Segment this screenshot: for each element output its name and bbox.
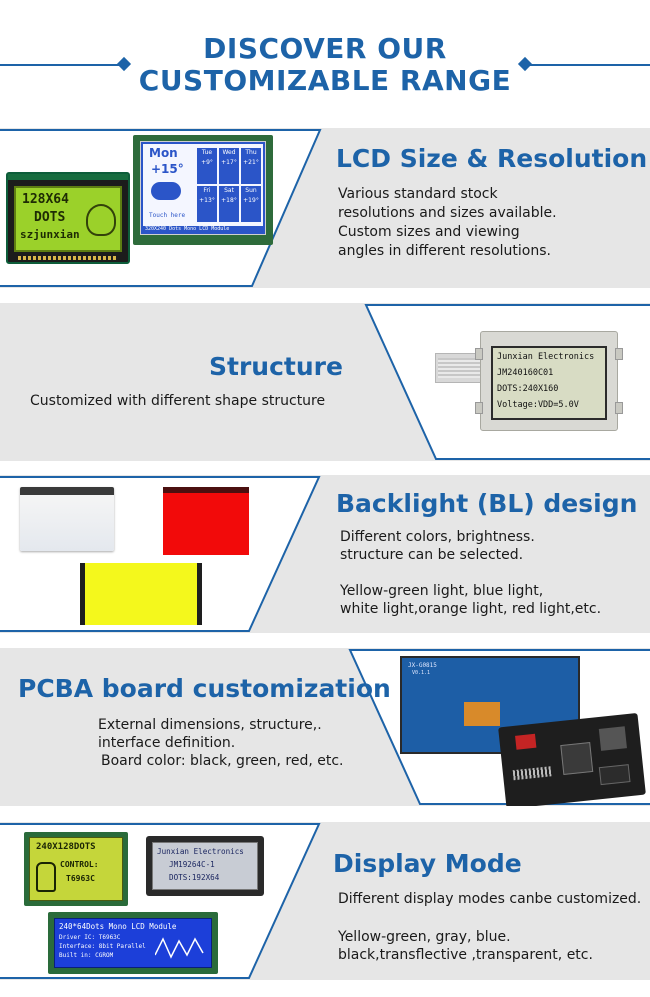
section-desc-line: Custom sizes and viewing [338, 224, 520, 240]
section-desc-line: interface definition. [98, 735, 236, 751]
white-backlight-image [20, 487, 114, 551]
forecast-day: Wed [222, 149, 236, 156]
section-desc-line: Board color: black, green, red, etc. [101, 753, 344, 769]
gray-lcd-image: Junxian Electronics JM19264C-1 DOTS:192X… [146, 836, 264, 896]
blue-lcd-line-3: Interface: 8bit Parallel [59, 943, 146, 950]
forecast-temp: +9° [201, 159, 213, 166]
cat-graphic-icon [86, 204, 116, 236]
section-desc-line: white light,orange light, red light,etc. [340, 601, 602, 617]
cloud-icon [151, 182, 181, 200]
section-title: PCBA board customization [18, 674, 391, 703]
pcb-board-image [498, 712, 646, 806]
section-backlight: Backlight (BL) design Different colors, … [0, 475, 650, 633]
image-panel: 240X128DOTS CONTROL: T6963C Junxian Elec… [0, 822, 330, 980]
lcd-line-1: 128X64 [22, 192, 69, 207]
graphic-lcd-image: 128X64 DOTS szjunxian [6, 172, 130, 264]
section-title: LCD Size & Resolution [336, 144, 648, 173]
image-panel: 128X64 DOTS szjunxian Mon +15° Touch her… [0, 128, 330, 288]
module-line-2: JM240160C01 [497, 368, 554, 378]
section-desc-line: Different colors, brightness. [340, 529, 535, 545]
forecast-day: Thu [245, 149, 257, 156]
module-caption: 320X240 Dots Mono LCD Module [145, 226, 230, 232]
waveform-graphic [155, 937, 204, 959]
yellow-lcd-line-3: T6963C [66, 874, 95, 883]
section-desc-line: resolutions and sizes available. [338, 205, 557, 221]
section-desc-line: structure can be selected. [340, 547, 524, 563]
gray-lcd-line-2: JM19264C-1 [169, 860, 215, 869]
forecast-temp: +19° [243, 197, 259, 204]
forecast-day: Sat [224, 187, 234, 194]
module-line-3: DOTS:240X160 [497, 384, 559, 394]
forecast-temp: +17° [221, 159, 237, 166]
section-desc-line: black,transflective ,transparent, etc. [338, 947, 593, 963]
board-label: JX-G0815 [408, 662, 437, 669]
forecast-temp: +13° [199, 197, 215, 204]
section-title: Backlight (BL) design [336, 489, 638, 518]
section-desc-line: External dimensions, structure,. [98, 717, 322, 733]
yellow-lcd-line-1: 240X128DOTS [36, 842, 96, 852]
blue-lcd-line-2: Driver IC: T6963C [59, 934, 121, 941]
lcd-line-3: szjunxian [20, 228, 80, 241]
header-rule-right [525, 64, 650, 66]
page-header: DISCOVER OUR CUSTOMIZABLE RANGE [0, 0, 650, 115]
weather-lcd-image: Mon +15° Touch here Tue +9° Wed +17° Thu +2… [133, 135, 273, 245]
section-title: Structure [209, 352, 343, 381]
gray-lcd-line-1: Junxian Electronics [157, 847, 244, 856]
module-line-4: Voltage:VDD=5.0V [497, 400, 579, 410]
forecast-temp: +18° [221, 197, 237, 204]
header-rule-left [0, 64, 122, 66]
header-title-line2: CUSTOMIZABLE RANGE [138, 64, 512, 97]
section-display-mode: 240X128DOTS CONTROL: T6963C Junxian Elec… [0, 822, 650, 980]
image-panel [0, 475, 330, 633]
yellow-green-lcd-image: 240X128DOTS CONTROL: T6963C [24, 832, 128, 906]
forecast-day: Fri [203, 187, 211, 194]
blue-lcd-image: 240*64Dots Mono LCD Module Driver IC: T6… [48, 912, 218, 974]
board-version: V0.1.1 [412, 670, 431, 676]
image-panel: Junxian Electronics JM240160C01 DOTS:240… [360, 303, 650, 461]
weather-temp: +15° [151, 162, 184, 176]
forecast-day: Sun [245, 187, 257, 194]
section-structure: Junxian Electronics JM240160C01 DOTS:240… [0, 303, 650, 461]
weather-day: Mon [149, 146, 178, 160]
section-desc-line: Different display modes canbe customized… [338, 891, 642, 907]
header-title-line1: DISCOVER OUR [203, 32, 447, 65]
red-backlight-image [163, 487, 249, 555]
section-desc-line: Various standard stock [338, 186, 498, 202]
yellow-backlight-image [80, 563, 202, 625]
section-desc-line: Yellow-green, gray, blue. [338, 929, 511, 945]
module-line-1: Junxian Electronics [497, 352, 595, 362]
structure-lcd-module-image: Junxian Electronics JM240160C01 DOTS:240… [475, 331, 623, 431]
image-panel: JX-G0815 V0.1.1 [330, 648, 650, 806]
section-desc-line: Yellow-green light, blue light, [340, 583, 544, 599]
section-desc-line: Customized with different shape structur… [30, 393, 326, 409]
yellow-lcd-line-2: CONTROL: [60, 860, 99, 869]
lcd-line-2: DOTS [34, 210, 66, 225]
forecast-temp: +21° [243, 159, 259, 166]
section-lcd-size: 128X64 DOTS szjunxian Mon +15° Touch her… [0, 128, 650, 288]
forecast-day: Tue [201, 149, 213, 156]
section-desc-line: angles in different resolutions. [338, 243, 551, 259]
section-title: Display Mode [333, 849, 522, 878]
blue-lcd-line-1: 240*64Dots Mono LCD Module [59, 922, 177, 931]
touch-hint: Touch here [149, 212, 186, 219]
blue-lcd-line-4: Built in: CGROM [59, 952, 114, 959]
thumbs-up-icon [36, 862, 56, 892]
section-pcba: JX-G0815 V0.1.1 PCBA board customization… [0, 648, 650, 806]
gray-lcd-line-3: DOTS:192X64 [169, 873, 220, 882]
